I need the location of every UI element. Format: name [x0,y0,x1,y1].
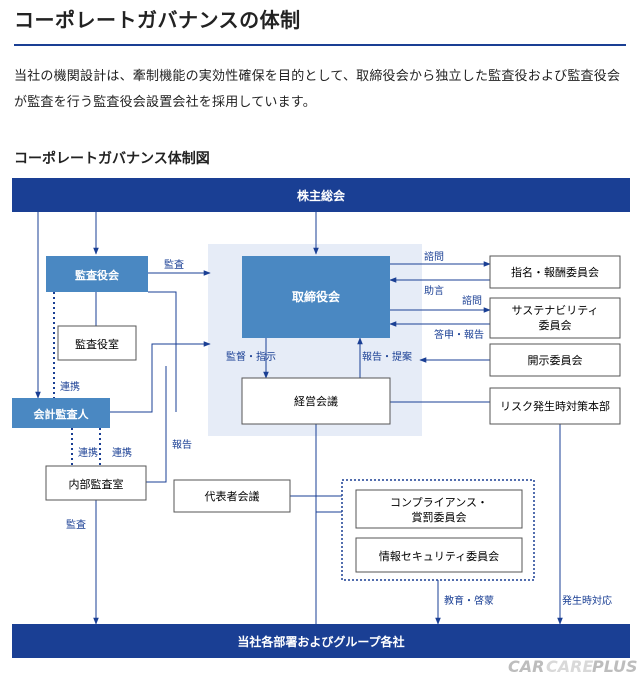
departments-node [12,624,630,658]
accounting-auditor-label: 会計監査人 [34,407,90,421]
intro-text: 当社の機関設計は、牽制機能の実効性確保を目的として、取締役会から独立した監査役お… [14,69,621,110]
edge-internalaudit-report [146,366,167,483]
rep-directors-label: 代表者会議 [205,489,260,503]
edge-accounting-board [110,341,211,413]
label-liaison-vertical: 連携 [60,380,80,393]
shareholders-label: 株主総会 [297,188,346,203]
nomination-committee-label: 指名・報酬委員会 [511,265,599,279]
risk-hq-node [489,387,621,425]
sustainability-committee-label-2: 委員会 [539,319,572,332]
internal-audit-label: 内部監査室 [69,477,124,491]
logo-plus: PLUS [592,657,638,676]
label-education: 教育・啓蒙 [444,594,494,607]
compliance-committee-label-2: 賞罰委員会 [412,511,467,524]
label-advise: 助言 [424,284,444,297]
audit-board-label: 監査役会 [75,268,120,282]
title-divider [14,44,626,46]
internal-audit-node [45,465,147,501]
label-supervise: 監督・指示 [226,350,276,363]
board-label: 取締役会 [292,289,341,304]
auditor-office-node [57,325,137,361]
rep-directors-node [173,479,291,513]
label-liaison-right: 連携 [112,446,132,459]
disclosure-committee-node [489,343,621,377]
label-answer-report: 答申・報告 [434,328,484,341]
logo-care: CARE [546,657,593,676]
diagram-title: コーポレートガバナンス体制図 [14,151,210,167]
nomination-committee-node [489,255,621,289]
edge-auditboard-accounting [148,291,177,412]
label-consult-2: 諮問 [462,294,482,307]
infosec-committee-node [355,537,523,573]
committee-frame [341,479,535,581]
board-node [242,256,390,338]
management-council-node [241,377,391,425]
label-liaison-left: 連携 [78,446,98,459]
sustainability-committee-label-1: サステナビリティ [511,304,598,317]
infosec-committee-label: 情報セキュリティ委員会 [379,550,499,563]
carcareplus-logo: CAR CARE PLUS [508,657,638,676]
sustainability-committee-node [489,297,621,339]
label-report: 報告 [172,438,192,451]
label-internal-audit: 監査 [66,518,86,531]
label-emergency: 発生時対応 [562,594,612,607]
page-title: コーポレートガバナンスの体制 [14,8,301,32]
logo-car: CAR [508,657,544,676]
management-council-label: 経営会議 [294,394,338,408]
compliance-committee-label-1: コンプライアンス・ [390,496,488,509]
risk-hq-label: リスク発生時対策本部 [500,399,610,413]
accounting-auditor-node [12,398,110,428]
departments-label: 当社各部署およびグループ各社 [237,634,404,649]
label-consult-1: 諮問 [424,250,444,263]
audit-board-node [46,256,148,292]
label-report-propose: 報告・提案 [362,350,412,363]
disclosure-committee-label: 開示委員会 [528,354,583,367]
shareholders-node [12,178,630,212]
label-audit-board: 監査 [164,258,184,271]
compliance-committee-node [355,489,523,529]
auditor-office-label: 監査役室 [75,337,119,351]
